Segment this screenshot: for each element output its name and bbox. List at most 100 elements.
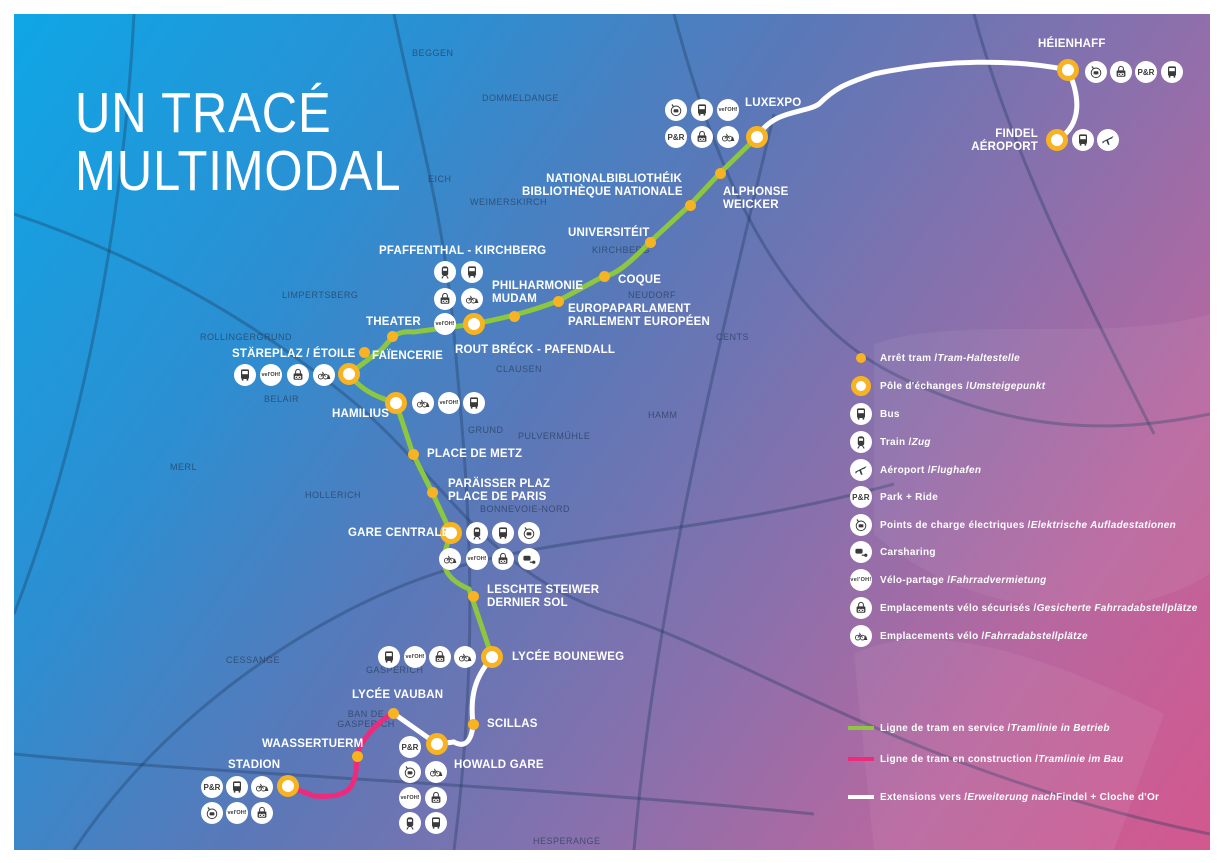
charging-icon bbox=[201, 802, 223, 824]
station-label-lycee-bouneweg[interactable]: LYCÉE BOUNEWEG bbox=[512, 651, 625, 663]
veloh-icon: vel'OH! bbox=[466, 548, 488, 570]
legend-label-german: Elektrische Aufladestationen bbox=[1030, 519, 1177, 531]
bike-icon bbox=[717, 126, 739, 148]
tram-stop-marker[interactable] bbox=[714, 167, 726, 179]
tram-stop-marker[interactable] bbox=[508, 310, 520, 322]
legend-item: Pôle d'échanges / Umsteigepunkt bbox=[848, 375, 1045, 397]
veloh-icon: vel'OH! bbox=[850, 569, 872, 591]
bike-icon bbox=[461, 288, 483, 310]
legend-label-german: Gesicherte Fahrradabstellplätze bbox=[1036, 602, 1198, 614]
label-line: BIBLIOTHÈQUE NATIONALE bbox=[522, 185, 683, 198]
bus-icon bbox=[691, 99, 713, 121]
legend-item: Bus bbox=[848, 403, 900, 425]
label-line: WEICKER bbox=[723, 198, 779, 211]
bike-icon bbox=[251, 776, 273, 798]
station-label-theater[interactable]: THEATER bbox=[366, 316, 421, 328]
legend-swatch bbox=[848, 597, 874, 619]
secure-bike-icon bbox=[287, 364, 309, 386]
interchange-hub-marker[interactable] bbox=[277, 775, 299, 797]
interchange-hub-marker[interactable] bbox=[426, 733, 448, 755]
tram-stop-marker[interactable] bbox=[387, 707, 399, 719]
interchange-hub-marker[interactable] bbox=[481, 646, 503, 668]
interchange-hub-marker[interactable] bbox=[746, 126, 768, 148]
station-label-stareplaz[interactable]: STÄREPLAZ / ÉTOILE bbox=[232, 348, 356, 360]
legend-swatch bbox=[848, 353, 874, 363]
tram-stop-marker[interactable] bbox=[552, 295, 564, 307]
tram-line-extension-findel bbox=[754, 59, 1080, 143]
legend-swatch: vel'OH! bbox=[848, 569, 874, 591]
tram-stop-marker[interactable] bbox=[598, 270, 610, 282]
station-label-gare-centrale[interactable]: GARE CENTRALE bbox=[348, 527, 450, 539]
legend-swatch bbox=[848, 431, 874, 453]
station-label-waassertuerm[interactable]: WAASSERTUERM bbox=[262, 738, 364, 750]
carsharing-icon bbox=[850, 541, 872, 563]
tram-stop-marker[interactable] bbox=[644, 236, 656, 248]
station-label-howald-gare[interactable]: HOWALD GARE bbox=[454, 759, 544, 771]
train-icon bbox=[466, 522, 488, 544]
station-label-hamilius[interactable]: HAMILIUS bbox=[332, 408, 390, 420]
legend-label: Emplacements vélo sécurisés / bbox=[880, 602, 1037, 614]
legend-label: Arrêt tram / bbox=[880, 352, 938, 364]
station-label-stadion[interactable]: STADION bbox=[228, 759, 281, 771]
legend-label-german: Tramlinie in Betrieb bbox=[1010, 722, 1110, 734]
label-line: MUDAM bbox=[492, 292, 538, 305]
park-ride-icon: P&R bbox=[665, 126, 687, 148]
interchange-hub-marker[interactable] bbox=[440, 522, 462, 544]
interchange-hub-marker[interactable] bbox=[1057, 59, 1079, 81]
station-label-heienhaff[interactable]: HÉIENHAFF bbox=[1038, 38, 1106, 50]
label-line: NATIONALBIBLIOTHÉIK bbox=[546, 173, 682, 185]
tram-stop-marker[interactable] bbox=[386, 330, 398, 342]
bus-icon bbox=[463, 392, 485, 414]
station-label-scillas[interactable]: SCILLAS bbox=[487, 718, 538, 730]
station-label-rout-breck[interactable]: ROUT BRÉCK - PAFENDALL bbox=[455, 344, 616, 356]
tram-stop-marker[interactable] bbox=[467, 590, 479, 602]
station-label-place-de-metz[interactable]: PLACE DE METZ bbox=[427, 448, 523, 460]
legend-swatch bbox=[848, 459, 874, 481]
tram-line-in-service bbox=[345, 134, 760, 660]
tram-stop-marker[interactable] bbox=[407, 448, 419, 460]
interchange-hub-marker[interactable] bbox=[338, 363, 360, 385]
legend-label: Points de charge électriques / bbox=[880, 519, 1031, 531]
legend-label: Carsharing bbox=[880, 546, 936, 558]
tram-stop-marker[interactable] bbox=[426, 486, 438, 498]
park-ride-icon: P&R bbox=[1135, 61, 1157, 83]
station-label-faiencerie[interactable]: FAÏENCERIE bbox=[372, 350, 444, 362]
legend-label: Pôle d'échanges / bbox=[880, 380, 970, 392]
interchange-hub-marker[interactable] bbox=[1046, 129, 1068, 151]
station-label-lycee-vauban[interactable]: LYCÉE VAUBAN bbox=[352, 689, 444, 701]
district-label: MERL bbox=[170, 462, 198, 472]
station-label-universiteit[interactable]: UNIVERSITÉIT bbox=[568, 227, 650, 239]
tram-stop-marker[interactable] bbox=[467, 718, 479, 730]
bus-icon bbox=[1072, 129, 1094, 151]
legend-item: Carsharing bbox=[848, 541, 936, 563]
interchange-hub-icon bbox=[851, 376, 871, 396]
interchange-hub-marker[interactable] bbox=[463, 313, 485, 335]
label-line: EUROPAPARLAMENT bbox=[568, 303, 691, 315]
bike-icon bbox=[454, 646, 476, 668]
line-swatch bbox=[848, 795, 874, 799]
bike-icon bbox=[425, 761, 447, 783]
secure-bike-icon bbox=[425, 787, 447, 809]
station-label-coque[interactable]: COQUE bbox=[618, 274, 662, 286]
tram-map: BEGGEN DOMMELDANGE EICH WEIMERSKIRCH KIR… bbox=[14, 14, 1210, 850]
bus-icon bbox=[234, 364, 256, 386]
label-line: ALPHONSE bbox=[723, 186, 789, 198]
secure-bike-icon bbox=[429, 646, 451, 668]
tram-stop-marker[interactable] bbox=[358, 346, 370, 358]
legend-label: Park + Ride bbox=[880, 491, 939, 503]
tram-stop-marker[interactable] bbox=[684, 199, 696, 211]
station-label-pfaffenthal[interactable]: PFAFFENTHAL - KIRCHBERG bbox=[379, 245, 547, 257]
veloh-icon: vel'OH! bbox=[226, 802, 248, 824]
station-label-luxexpo[interactable]: LUXEXPO bbox=[745, 97, 802, 109]
legend-item: Emplacements vélo sécurisés / Gesicherte… bbox=[848, 597, 1198, 619]
airport-icon bbox=[1097, 129, 1119, 151]
tram-stop-marker[interactable] bbox=[351, 750, 363, 762]
interchange-hub-marker[interactable] bbox=[385, 392, 407, 414]
